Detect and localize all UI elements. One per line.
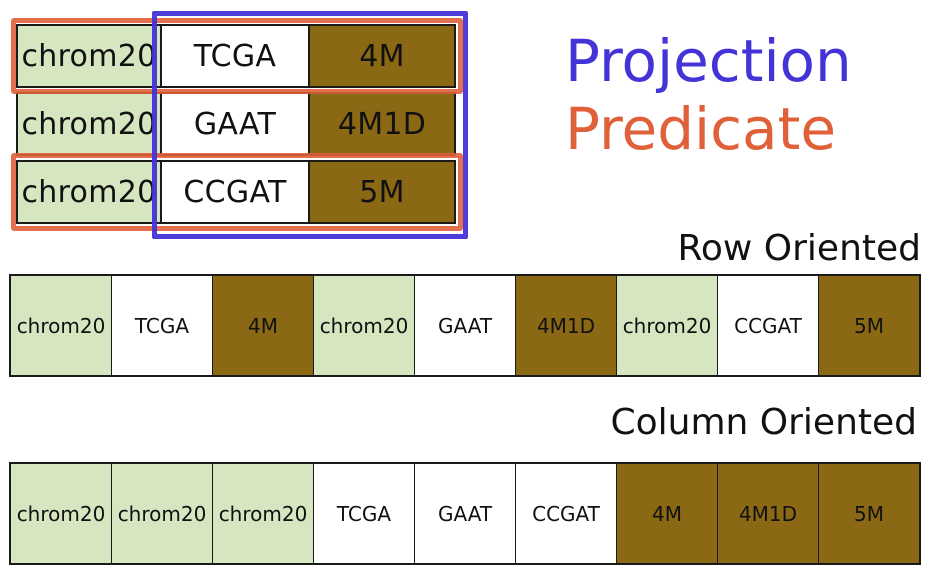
row-strip-cell: chrom20 [11, 276, 112, 375]
row-strip-cell: TCGA [112, 276, 213, 375]
table-cell-r1-c3: 4M [308, 24, 456, 88]
column-strip-cell: 4M [617, 464, 718, 563]
table-cell-r3-c1: chrom20 [16, 160, 162, 224]
row-oriented-strip: chrom20 TCGA 4M chrom20 GAAT 4M1D chrom2… [9, 274, 921, 377]
table-cell-r1-c1: chrom20 [16, 24, 162, 88]
table-cell-r3-c2: CCGAT [160, 160, 310, 224]
column-strip-cell: chrom20 [11, 464, 112, 563]
table-cell-r2-c1: chrom20 [16, 92, 162, 156]
projection-highlight [152, 11, 468, 239]
row-strip-cell: 4M1D [516, 276, 617, 375]
predicate-legend-label: Predicate [565, 95, 836, 163]
predicate-highlight-row1 [11, 18, 463, 94]
row-strip-cell: 5M [819, 276, 919, 375]
row-strip-cell: chrom20 [617, 276, 718, 375]
column-strip-cell: 4M1D [718, 464, 819, 563]
row-oriented-title: Row Oriented [677, 228, 921, 269]
column-strip-cell: chrom20 [213, 464, 314, 563]
column-strip-cell: CCGAT [516, 464, 617, 563]
table-cell-r2-c3: 4M1D [308, 92, 456, 156]
column-strip-cell: GAAT [415, 464, 516, 563]
row-strip-cell: chrom20 [314, 276, 415, 375]
predicate-highlight-row3 [11, 153, 463, 231]
row-strip-cell: 4M [213, 276, 314, 375]
column-strip-cell: 5M [819, 464, 919, 563]
table-cell-r3-c3: 5M [308, 160, 456, 224]
table-cell-r1-c2: TCGA [160, 24, 310, 88]
projection-legend-label: Projection [565, 27, 852, 95]
column-oriented-title: Column Oriented [610, 402, 917, 443]
column-strip-cell: chrom20 [112, 464, 213, 563]
row-strip-cell: CCGAT [718, 276, 819, 375]
column-oriented-strip: chrom20 chrom20 chrom20 TCGA GAAT CCGAT … [9, 462, 921, 565]
column-strip-cell: TCGA [314, 464, 415, 563]
row-strip-cell: GAAT [415, 276, 516, 375]
